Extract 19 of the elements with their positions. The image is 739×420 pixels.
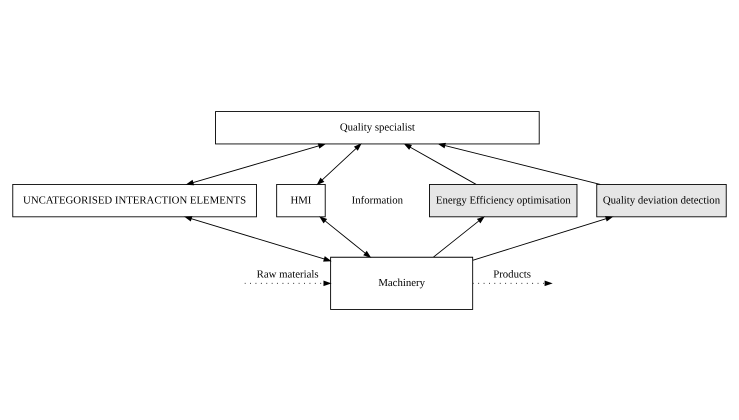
node-box: Machinery [330,256,474,310]
arrow [316,142,362,185]
edge-label: Raw materials [256,268,319,280]
arrow [437,142,601,184]
arrow [186,142,326,185]
label: Information [352,194,404,206]
arrow [319,216,372,258]
arrow [432,216,485,258]
arrow [472,280,553,286]
arrow [184,216,332,262]
arrow [244,280,332,286]
edge-label: Products [493,268,531,280]
arrow [472,216,614,260]
node-box: UNCATEGORISED INTERACTION ELEMENTS [12,183,257,217]
node-box: HMI [276,183,326,217]
node-box: Quality specialist [215,110,540,144]
node-box: Quality deviation detection [596,183,727,217]
node-box: Energy Efficiency optimisation [429,183,578,217]
arrow [404,142,476,184]
